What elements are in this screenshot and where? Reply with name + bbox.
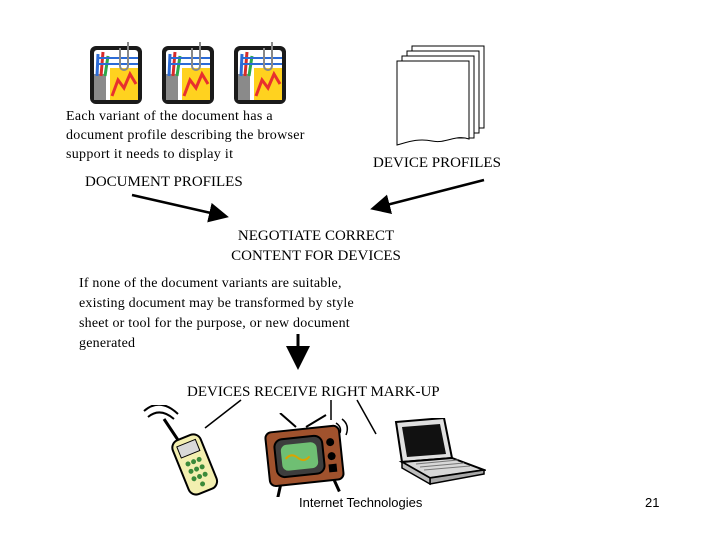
transform-note-line-2: existing document may be transformed by … [79, 296, 354, 311]
negotiate-line-1: NEGOTIATE CORRECT [237, 228, 395, 244]
arrow-device-profiles-to-negotiate [370, 178, 485, 214]
television-icon [256, 413, 356, 497]
line-to-laptop [356, 399, 377, 435]
document-note-line-3: support it needs to display it [66, 147, 234, 162]
negotiate-label: NEGOTIATE CORRECT CONTENT FOR DEVICES [218, 226, 414, 266]
laptop-icon [386, 418, 486, 488]
mobile-phone-icon [140, 405, 236, 497]
document-chart-icon-2 [160, 40, 216, 106]
footer-title: Internet Technologies [299, 495, 423, 510]
stacked-pages-icon [396, 44, 492, 148]
document-note-line-1: Each variant of the document has a [66, 109, 273, 124]
line-to-phone [204, 399, 242, 429]
device-profiles-label: DEVICE PROFILES [373, 155, 501, 171]
document-profiles-label: DOCUMENT PROFILES [85, 174, 243, 190]
transform-note-line-1: If none of the document variants are sui… [79, 276, 342, 291]
transform-note-line-4: generated [79, 336, 136, 351]
document-note: Each variant of the document has a docum… [66, 107, 305, 164]
document-chart-icon-3 [232, 40, 288, 106]
arrow-document-profiles-to-negotiate [131, 193, 229, 223]
page-number: 21 [645, 495, 660, 510]
document-note-line-2: document profile describing the browser [66, 128, 305, 143]
transform-note-line-3: sheet or tool for the purpose, or new do… [79, 316, 350, 331]
document-chart-icon-1 [88, 40, 144, 106]
transform-note: If none of the document variants are sui… [79, 274, 354, 354]
negotiate-line-2: CONTENT FOR DEVICES [231, 248, 401, 264]
devices-receive-label: DEVICES RECEIVE RIGHT MARK-UP [187, 384, 440, 400]
